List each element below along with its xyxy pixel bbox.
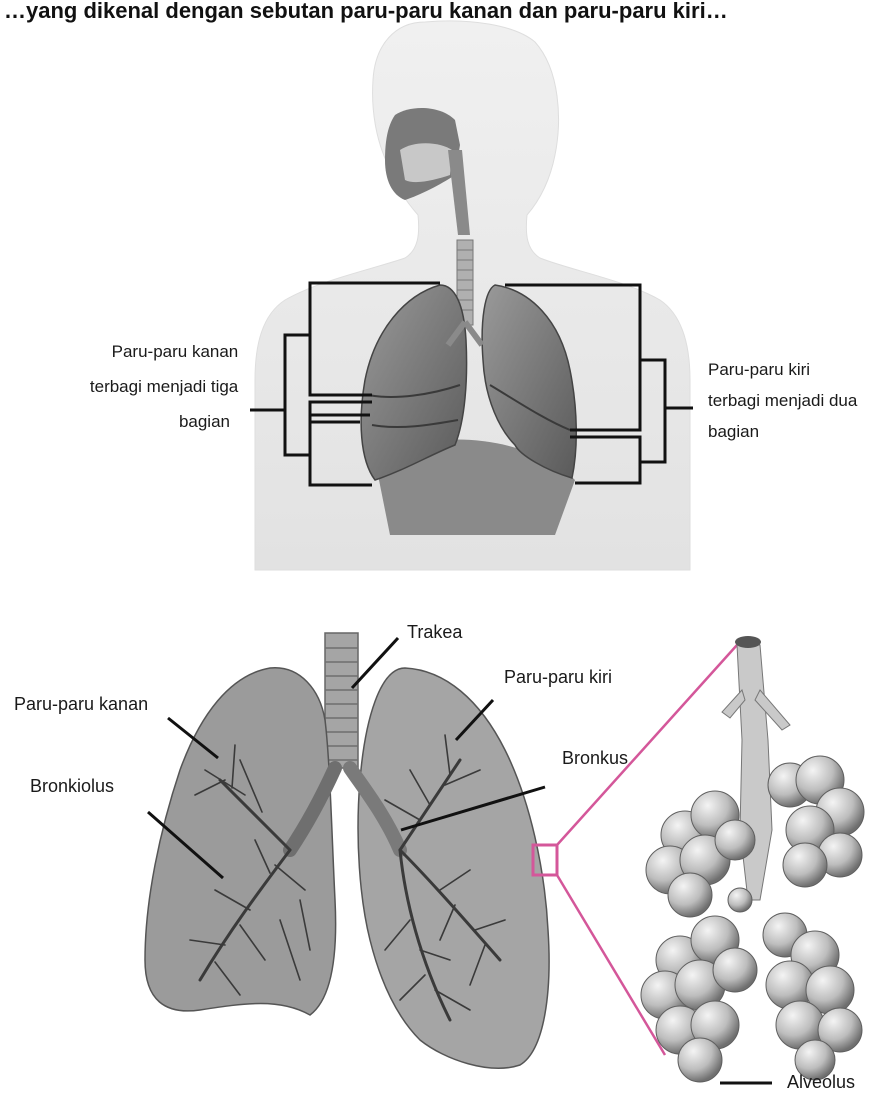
- right-lung-label-line-2: terbagi menjadi tiga: [90, 377, 239, 396]
- right-lung-label-line-1: Paru-paru kanan: [112, 342, 239, 361]
- trakea-label: Trakea: [407, 622, 463, 642]
- paru-kanan-label: Paru-paru kanan: [14, 694, 148, 714]
- right-lung-description: Paru-paru kanan terbagi menjadi tiga bag…: [90, 342, 243, 431]
- lower-lungs: [145, 633, 549, 1068]
- alveoli-cluster: [641, 636, 864, 1082]
- alveolus-label: Alveolus: [787, 1072, 855, 1092]
- left-lung-description: Paru-paru kiri terbagi menjadi dua bagia…: [708, 360, 862, 441]
- left-lung-label-line-3: bagian: [708, 422, 759, 441]
- left-lung-label-line-1: Paru-paru kiri: [708, 360, 810, 379]
- paru-kiri-label: Paru-paru kiri: [504, 667, 612, 687]
- right-lung-label-line-3: bagian: [179, 412, 230, 431]
- bronkiolus-label: Bronkiolus: [30, 776, 114, 796]
- left-lung-label-line-2: terbagi menjadi dua: [708, 391, 858, 410]
- bronkus-label: Bronkus: [562, 748, 628, 768]
